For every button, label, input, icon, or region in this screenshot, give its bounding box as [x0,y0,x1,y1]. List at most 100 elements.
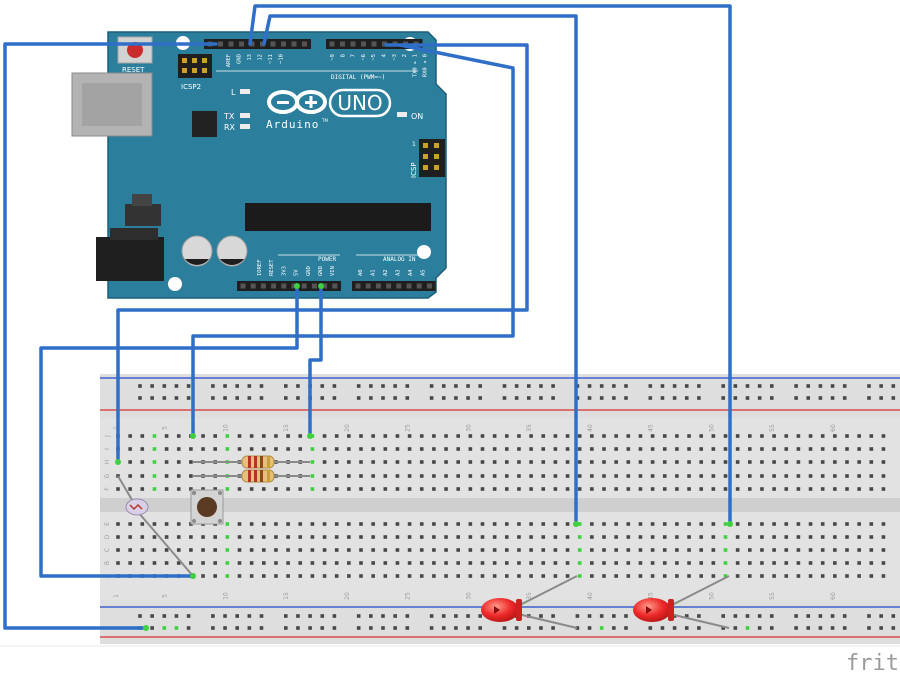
breadboard-hole [662,460,667,464]
breadboard-hole [590,460,594,464]
breadboard-hole [237,434,242,438]
breadboard-hole [723,474,728,478]
reset-label: RESET [122,66,145,74]
breadboard-hole [833,522,837,526]
breadboard-hole [407,548,412,552]
breadboard-hole [687,474,691,478]
breadboard-hole [517,522,521,526]
breadboard-hole [517,487,521,491]
breadboard-hole [760,574,764,578]
breadboard-hole [298,535,303,539]
photoresistor-leg [137,511,194,577]
breadboard-hole [262,522,266,526]
breadboard-hole [735,447,740,451]
led-on [397,112,407,117]
breadboard-hole [164,561,169,565]
breadboard-hole [359,434,363,438]
rail-hole [587,384,592,388]
breadboard-hole [772,434,776,438]
breadboard-hole [225,561,230,565]
breadboard-hole [808,535,813,539]
header-strip [237,281,341,291]
breadboard-hole [711,522,716,526]
breadboard-hole [468,474,473,478]
breadboard-hole [748,548,752,552]
digital-pin-label: ~6 [361,54,367,61]
led-leg [517,575,578,607]
row-letter: H [104,460,111,465]
breadboard-hole [735,535,740,539]
rail-hole [150,384,154,388]
breadboard-hole [529,548,533,552]
breadboard-hole [213,434,217,438]
pushbutton [190,489,224,525]
breadboard-hole [662,548,667,552]
rail-hole [223,396,227,400]
header-pin [270,41,276,47]
column-number: 50 [708,424,715,432]
digital-pin-label: 12 [258,54,264,61]
breadboard-hole [553,535,558,539]
rail-hole [648,396,653,400]
breadboard-hole [881,535,886,539]
breadboard-hole [796,487,801,491]
breadboard-hole [553,434,558,438]
breadboard-hole [480,522,485,526]
breadboard-hole [687,447,691,451]
breadboard-hole [298,574,303,578]
breadboard-hole [347,474,351,478]
breadboard-hole [820,574,825,578]
breadboard-hole [176,535,181,539]
led-tx [240,113,250,118]
wire-pin3-to-resistor [191,43,515,438]
column-number: 30 [465,424,472,432]
breadboard-hole [322,434,327,438]
breadboard-hole [687,487,691,491]
breadboard-hole [176,474,181,478]
voltage-regulator-tab [132,194,152,206]
breadboard-hole [602,561,606,565]
breadboard-hole [201,434,205,438]
breadboard-hole [723,574,728,578]
breadboard-hole [687,460,691,464]
breadboard-hole [505,447,509,451]
rail-hole [587,614,592,618]
breadboard-hole [590,574,594,578]
breadboard-hole [772,447,776,451]
rail-hole [454,396,458,400]
breadboard-hole [468,487,473,491]
breadboard-top-rail-area [100,374,900,418]
digital-pin-label: 4 [382,53,388,57]
breadboard-hole [164,434,169,438]
breadboard-hole [772,548,776,552]
breadboard-hole [529,474,533,478]
rail-hole [186,396,191,400]
breadboard-hole [432,561,436,565]
rail-hole [551,614,555,618]
breadboard-hole [371,548,375,552]
breadboard-hole [189,561,193,565]
rail-hole [830,384,835,388]
rail-hole [879,396,883,400]
breadboard-hole [505,434,509,438]
breadboard-hole [748,574,752,578]
breadboard-hole [492,535,497,539]
analog-label: ANALOG IN [383,256,416,263]
rail-hole [247,396,252,400]
breadboard-hole [796,522,801,526]
breadboard-hole [432,434,436,438]
breadboard-hole [347,447,351,451]
rail-hole [296,384,300,388]
breadboard-hole [869,487,874,491]
uno-label: UNO [337,91,382,115]
breadboard-hole [772,487,776,491]
breadboard-hole [359,474,363,478]
breadboard-hole [675,460,679,464]
breadboard-hole [334,548,339,552]
rail-hole [879,614,883,618]
breadboard-hole [760,460,764,464]
breadboard-hole [176,434,181,438]
breadboard-hole [371,434,375,438]
breadboard-hole [808,434,813,438]
breadboard-hole [687,535,691,539]
